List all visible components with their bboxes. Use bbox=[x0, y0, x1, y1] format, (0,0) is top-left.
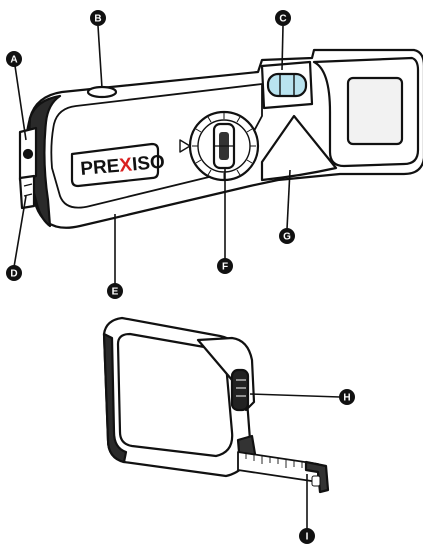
callout-f: F bbox=[217, 258, 233, 274]
brand-logo-text: PREXISO bbox=[80, 152, 166, 180]
leader-lines bbox=[13, 25, 341, 530]
leader-g bbox=[286, 169, 291, 230]
callout-d: D bbox=[6, 265, 22, 281]
tape-end-hook bbox=[304, 460, 330, 494]
svg-text:C: C bbox=[279, 14, 286, 25]
level-device bbox=[18, 48, 423, 229]
tape-device bbox=[102, 316, 330, 494]
brand-logo-box bbox=[70, 142, 160, 188]
tape-face-panel bbox=[116, 332, 234, 458]
side-port bbox=[18, 174, 36, 210]
leader-b bbox=[97, 25, 103, 89]
leader-c bbox=[281, 25, 284, 71]
leader-a bbox=[13, 58, 27, 141]
tape-side-edge bbox=[102, 332, 128, 464]
callout-b: B bbox=[90, 10, 106, 26]
side-button-dot bbox=[22, 148, 34, 160]
svg-text:D: D bbox=[10, 269, 17, 280]
svg-text:I: I bbox=[306, 532, 309, 543]
callout-h: H bbox=[339, 389, 355, 405]
svg-text:G: G bbox=[283, 232, 291, 243]
dial-pointer-icon bbox=[179, 139, 191, 153]
callout-i: I bbox=[299, 528, 315, 544]
svg-text:F: F bbox=[222, 262, 228, 273]
callout-g: G bbox=[279, 228, 295, 244]
top-button bbox=[86, 85, 118, 99]
svg-text:H: H bbox=[343, 393, 350, 404]
tape-lock-button bbox=[230, 368, 250, 412]
dial-ticks bbox=[192, 113, 256, 179]
svg-text:A: A bbox=[10, 55, 17, 66]
triangle-notch bbox=[260, 114, 338, 182]
bubble-vial bbox=[266, 72, 308, 98]
svg-text:B: B bbox=[94, 14, 101, 25]
leader-h bbox=[249, 393, 341, 398]
svg-text:E: E bbox=[112, 287, 119, 298]
leader-d bbox=[13, 195, 27, 268]
callout-c: C bbox=[275, 10, 291, 26]
right-window bbox=[346, 76, 404, 146]
callout-a: A bbox=[6, 51, 22, 67]
callout-e: E bbox=[107, 283, 123, 299]
